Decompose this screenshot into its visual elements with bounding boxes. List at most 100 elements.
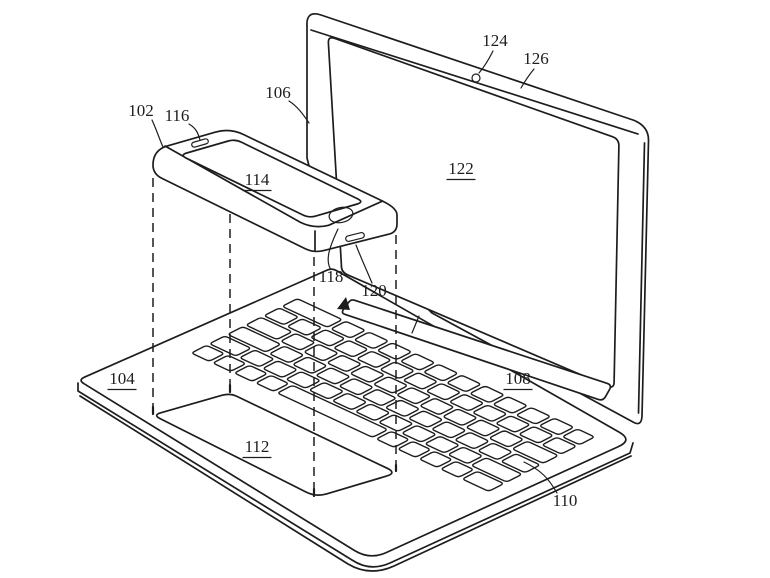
lid-right-edge-line (637, 142, 646, 414)
keyboard-key (542, 437, 576, 454)
ref-numeral: 114 (245, 170, 270, 189)
keyboard-key (327, 355, 361, 372)
earpiece-speaker-icon (191, 138, 209, 148)
keyboard-key (432, 421, 466, 439)
keyboard-key (283, 298, 342, 328)
keyboard-key (448, 446, 482, 464)
ref-numeral: 102 (128, 101, 154, 120)
keyboard-key (441, 461, 473, 478)
phone (152, 129, 398, 253)
keyboard-key (443, 408, 477, 426)
leader-line (288, 100, 310, 124)
keyboard-key (293, 356, 327, 374)
keyboard-key (210, 336, 251, 356)
ref-numeral: 126 (523, 49, 549, 68)
connector-port (345, 231, 365, 243)
keyboard-key (540, 418, 573, 435)
ref-label-102: 102 (128, 101, 164, 148)
ref-label-126: 126 (520, 49, 549, 89)
keyboard-key (334, 340, 368, 358)
keyboard-key (424, 364, 458, 382)
ref-label-116: 116 (165, 106, 201, 141)
leader-line (188, 123, 201, 141)
ref-numeral: 108 (505, 369, 531, 388)
camera-icon (471, 73, 481, 83)
keyboard-key (493, 396, 527, 414)
ref-label-106: 106 (265, 83, 310, 124)
ref-label-118: 118 (319, 228, 344, 286)
keyboard-key (331, 321, 365, 339)
keyboard-key (316, 367, 350, 385)
keyboard-key (339, 378, 373, 396)
base-side-rim (77, 382, 634, 568)
leader-line (478, 50, 494, 74)
keyboard-key (264, 308, 298, 325)
laptop-lid (306, 12, 650, 425)
ref-numeral: 124 (482, 31, 508, 50)
keyboard-key (401, 353, 435, 371)
keyboard-key (192, 345, 224, 362)
keyboard-key (563, 428, 594, 445)
leader-line (520, 68, 535, 89)
hinge-strip (341, 299, 612, 401)
keyboard-key (278, 385, 387, 438)
base-bottom-rim (79, 395, 632, 572)
ref-label-110: 110 (523, 461, 578, 510)
keyboard-key (304, 344, 338, 362)
keyboard-key (450, 394, 484, 411)
ref-label-124: 124 (478, 31, 508, 74)
keyboard-key (350, 365, 384, 383)
ref-numeral: 104 (109, 369, 135, 388)
ref-label-120: 120 (355, 244, 387, 300)
leader-line (355, 244, 373, 284)
ref-numeral: 106 (265, 83, 291, 102)
keyboard-key (333, 393, 366, 410)
keyboard-key (409, 410, 443, 428)
keyboard (192, 298, 594, 492)
keyboard-key (380, 361, 414, 379)
home-button (328, 206, 354, 224)
ref-numeral: 122 (448, 159, 474, 178)
keyboard-key (473, 404, 507, 422)
keyboard-key (463, 471, 503, 492)
keyboard-key (270, 346, 304, 363)
ref-label-108: 108 (503, 369, 533, 391)
ref-label-122: 122 (446, 159, 476, 181)
keyboard-key (356, 403, 390, 421)
hinge-strip-shadow (337, 297, 350, 310)
keyboard-key (425, 436, 459, 453)
keyboard-key (420, 398, 454, 415)
keyboard-key (235, 365, 267, 382)
keyboard-key (256, 375, 288, 392)
keyboard-key (240, 350, 274, 367)
keyboard-key (478, 442, 512, 460)
keyboard-key (385, 399, 419, 417)
keyboard-key (286, 371, 320, 389)
ref-numeral: 118 (319, 267, 344, 286)
keyboard-key (512, 441, 558, 464)
keyboard-key (246, 317, 292, 340)
ref-numeral: 120 (361, 281, 387, 300)
ref-label-112: 112 (242, 437, 272, 459)
hinge-strip-crease (411, 315, 420, 334)
projection-lines (151, 178, 398, 498)
keyboard-key (263, 360, 297, 378)
leader-line (327, 228, 339, 269)
ref-numeral: 112 (245, 437, 270, 456)
ref-label-114: 114 (242, 170, 272, 192)
keyboard-key (281, 333, 315, 351)
trackpad (155, 393, 393, 496)
keyboard-key (455, 432, 489, 449)
phone-front-top-edge (164, 145, 384, 228)
keyboard-key (402, 425, 436, 443)
keyboard-key (519, 426, 553, 444)
keyboard-key (288, 318, 321, 336)
ref-numeral: 110 (553, 491, 578, 510)
keyboard-key (501, 453, 540, 473)
leader-line (151, 119, 164, 148)
ref-numeral: 116 (165, 106, 190, 125)
keyboard-key (377, 431, 409, 448)
keyboard-key (447, 375, 481, 392)
